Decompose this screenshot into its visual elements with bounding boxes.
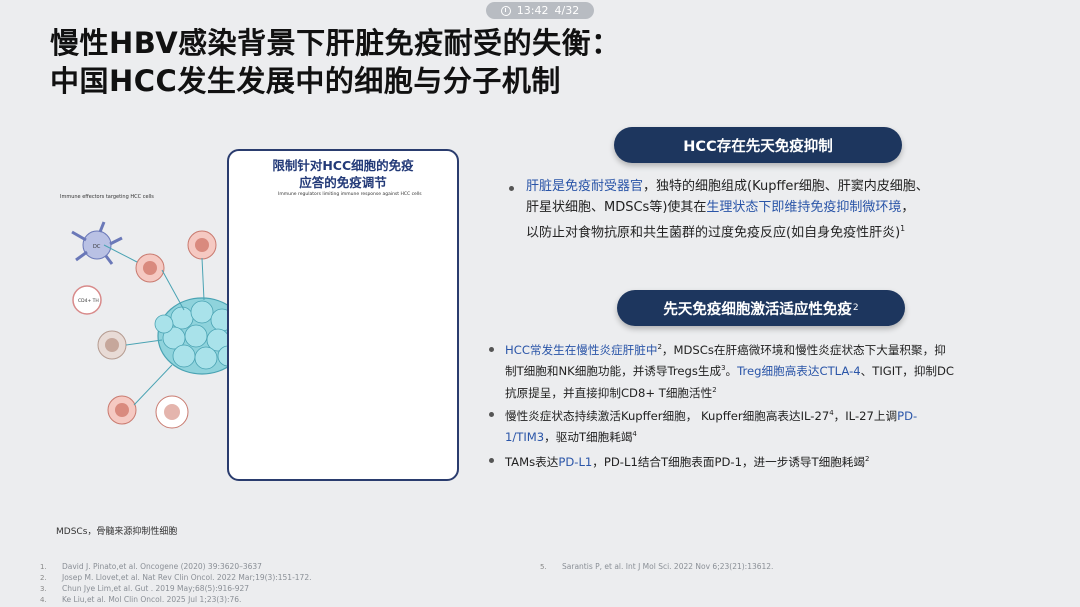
bullet-seg: ，驱动T细胞耗竭 [544,430,633,445]
bullet-seg: 。 [725,364,738,379]
bullet-seg: 以防止对食物抗原和共生菌群的过度免疫反应(如自身免疫性肝炎) [526,225,901,241]
dc-cell [71,221,123,265]
bullet-dot [489,347,494,352]
title-line-1: 慢性HBV感染背景下肝脏免疫耐受的失衡： [50,26,621,60]
bullet-seg: ，IL-27上调 [833,408,898,423]
bullet-seg-highlight: 生理状态下即维持免疫抑制微环境 [706,200,902,215]
citation-ref: 2 [864,455,870,463]
citation-ref: 2 [657,343,662,351]
citation-ref: 3 [721,364,726,373]
citation-ref: 4 [829,409,834,417]
reference-number: 1. [40,563,47,571]
figure-box-title: 限制针对HCC细胞的免疫 应答的免疫调节 [229,157,457,191]
slide-title: 慢性HBV感染背景下肝脏免疫耐受的失衡： 中国HCC发生发展中的细胞与分子机制 [50,24,1030,100]
citation-ref: 2 [712,385,717,394]
clock-icon [500,5,511,16]
panel1-header-text: HCC存在先天免疫抑制 [683,138,833,155]
svg-text:CD4+ TH: CD4+ TH [78,298,99,304]
bullet-seg-highlight: HCC常发生在慢性炎症肝脏中 [505,342,658,357]
reference-text: Sarantis P, et al. Int J Mol Sci. 2022 N… [562,562,774,571]
panel2-bullet-3: TAMs表达PD-L1，PD-L1结合T细胞表面PD-1，进一步诱导T细胞耗竭2 [505,450,1030,471]
footnote: MDSCs，骨髓来源抑制性细胞 [56,527,178,537]
panel2-header-text: 先天免疫细胞激活适应性免疫 [663,301,852,318]
reference-text: Josep M. Llovet,et al. Nat Rev Clin Onco… [62,573,312,582]
bullet-dot [509,186,514,191]
status-pill: 13:42 4/32 [486,2,594,19]
figure-regulators-box: 限制针对HCC细胞的免疫 应答的免疫调节 [227,149,459,481]
bullet-seg: TAMs表达 [505,454,559,469]
status-time: 13:42 [516,4,549,17]
bullet-seg: 肝星状细胞、MDSCs等)使其在 [526,200,707,215]
bullet-seg: 慢性炎症状态持续激活Kupffer细胞， Kupffer细胞高表达IL-27 [505,408,830,423]
reference-number: 4. [40,596,47,604]
citation-ref: 2 [852,303,859,313]
figure-inner-label: Immune regulators limiting immune respon… [278,192,422,197]
title-line-2: 中国HCC发生发展中的细胞与分子机制 [50,64,561,98]
figure-left-label: Immune effectors targeting HCC cells [60,194,154,200]
status-page: 4/32 [554,4,580,17]
bullet-seg-highlight: PD-L1 [558,454,593,469]
reference-text: David J. Pinato,et al. Oncogene (2020) 3… [62,562,262,571]
panel1-bullet: 肝脏是免疫耐受器官，独特的细胞组成(Kupffer细胞、肝窦内皮细胞、 肝星状细… [526,176,1046,243]
bullet-dot [489,458,494,463]
panel1-header: HCC存在先天免疫抑制 [614,127,902,163]
bullet-seg: ， [901,200,915,215]
bullet-seg-highlight: PD- [897,408,918,423]
figure-box-title-line-1: 限制针对HCC细胞的免疫 [272,158,414,173]
bullet-seg-highlight: 肝脏是免疫耐受器官 [526,179,644,194]
bullet-seg: 抗原提呈，并直接抑制CD8+ T细胞活性 [505,385,713,400]
reference-text: Chun Jye Lim,et al. Gut . 2019 May;68(5)… [62,584,250,593]
citation-ref: 1 [900,224,906,233]
bullet-seg: ，独特的细胞组成(Kupffer细胞、肝窦内皮细胞、 [643,179,929,194]
reference-number: 2. [40,574,47,582]
svg-text:DC: DC [93,244,101,250]
panel2-bullet-1: HCC常发生在慢性炎症肝脏中2，MDSCs在肝癌微环境和慢性炎症状态下大量积聚，… [505,338,1030,402]
reference-text: Ke Liu,et al. Mol Clin Oncol. 2025 Jul 1… [62,595,242,604]
bullet-seg-highlight: 1/TIM3 [505,430,545,445]
figure-box-title-line-2: 应答的免疫调节 [299,175,387,190]
bullet-seg: 制T细胞和NK细胞功能，并诱导Tregs生成 [505,364,722,379]
reference-number: 5. [540,563,547,571]
panel2-bullet-2: 慢性炎症状态持续激活Kupffer细胞， Kupffer细胞高表达IL-274，… [505,404,1030,447]
reference-number: 3. [40,585,47,593]
bullet-dot [489,412,494,417]
bullet-seg-highlight: Treg细胞高表达CTLA-4 [737,364,861,379]
bullet-seg: ，MDSCs在肝癌微环境和慢性炎症状态下大量积聚，抑 [661,342,946,357]
immune-figure: DC CD4+ TH [42,140,482,481]
citation-ref: 4 [632,430,637,439]
bullet-seg: 、TIGIT，抑制DC [860,364,955,379]
bullet-seg: ，PD-L1结合T细胞表面PD-1，进一步诱导T细胞耗竭 [592,454,865,469]
